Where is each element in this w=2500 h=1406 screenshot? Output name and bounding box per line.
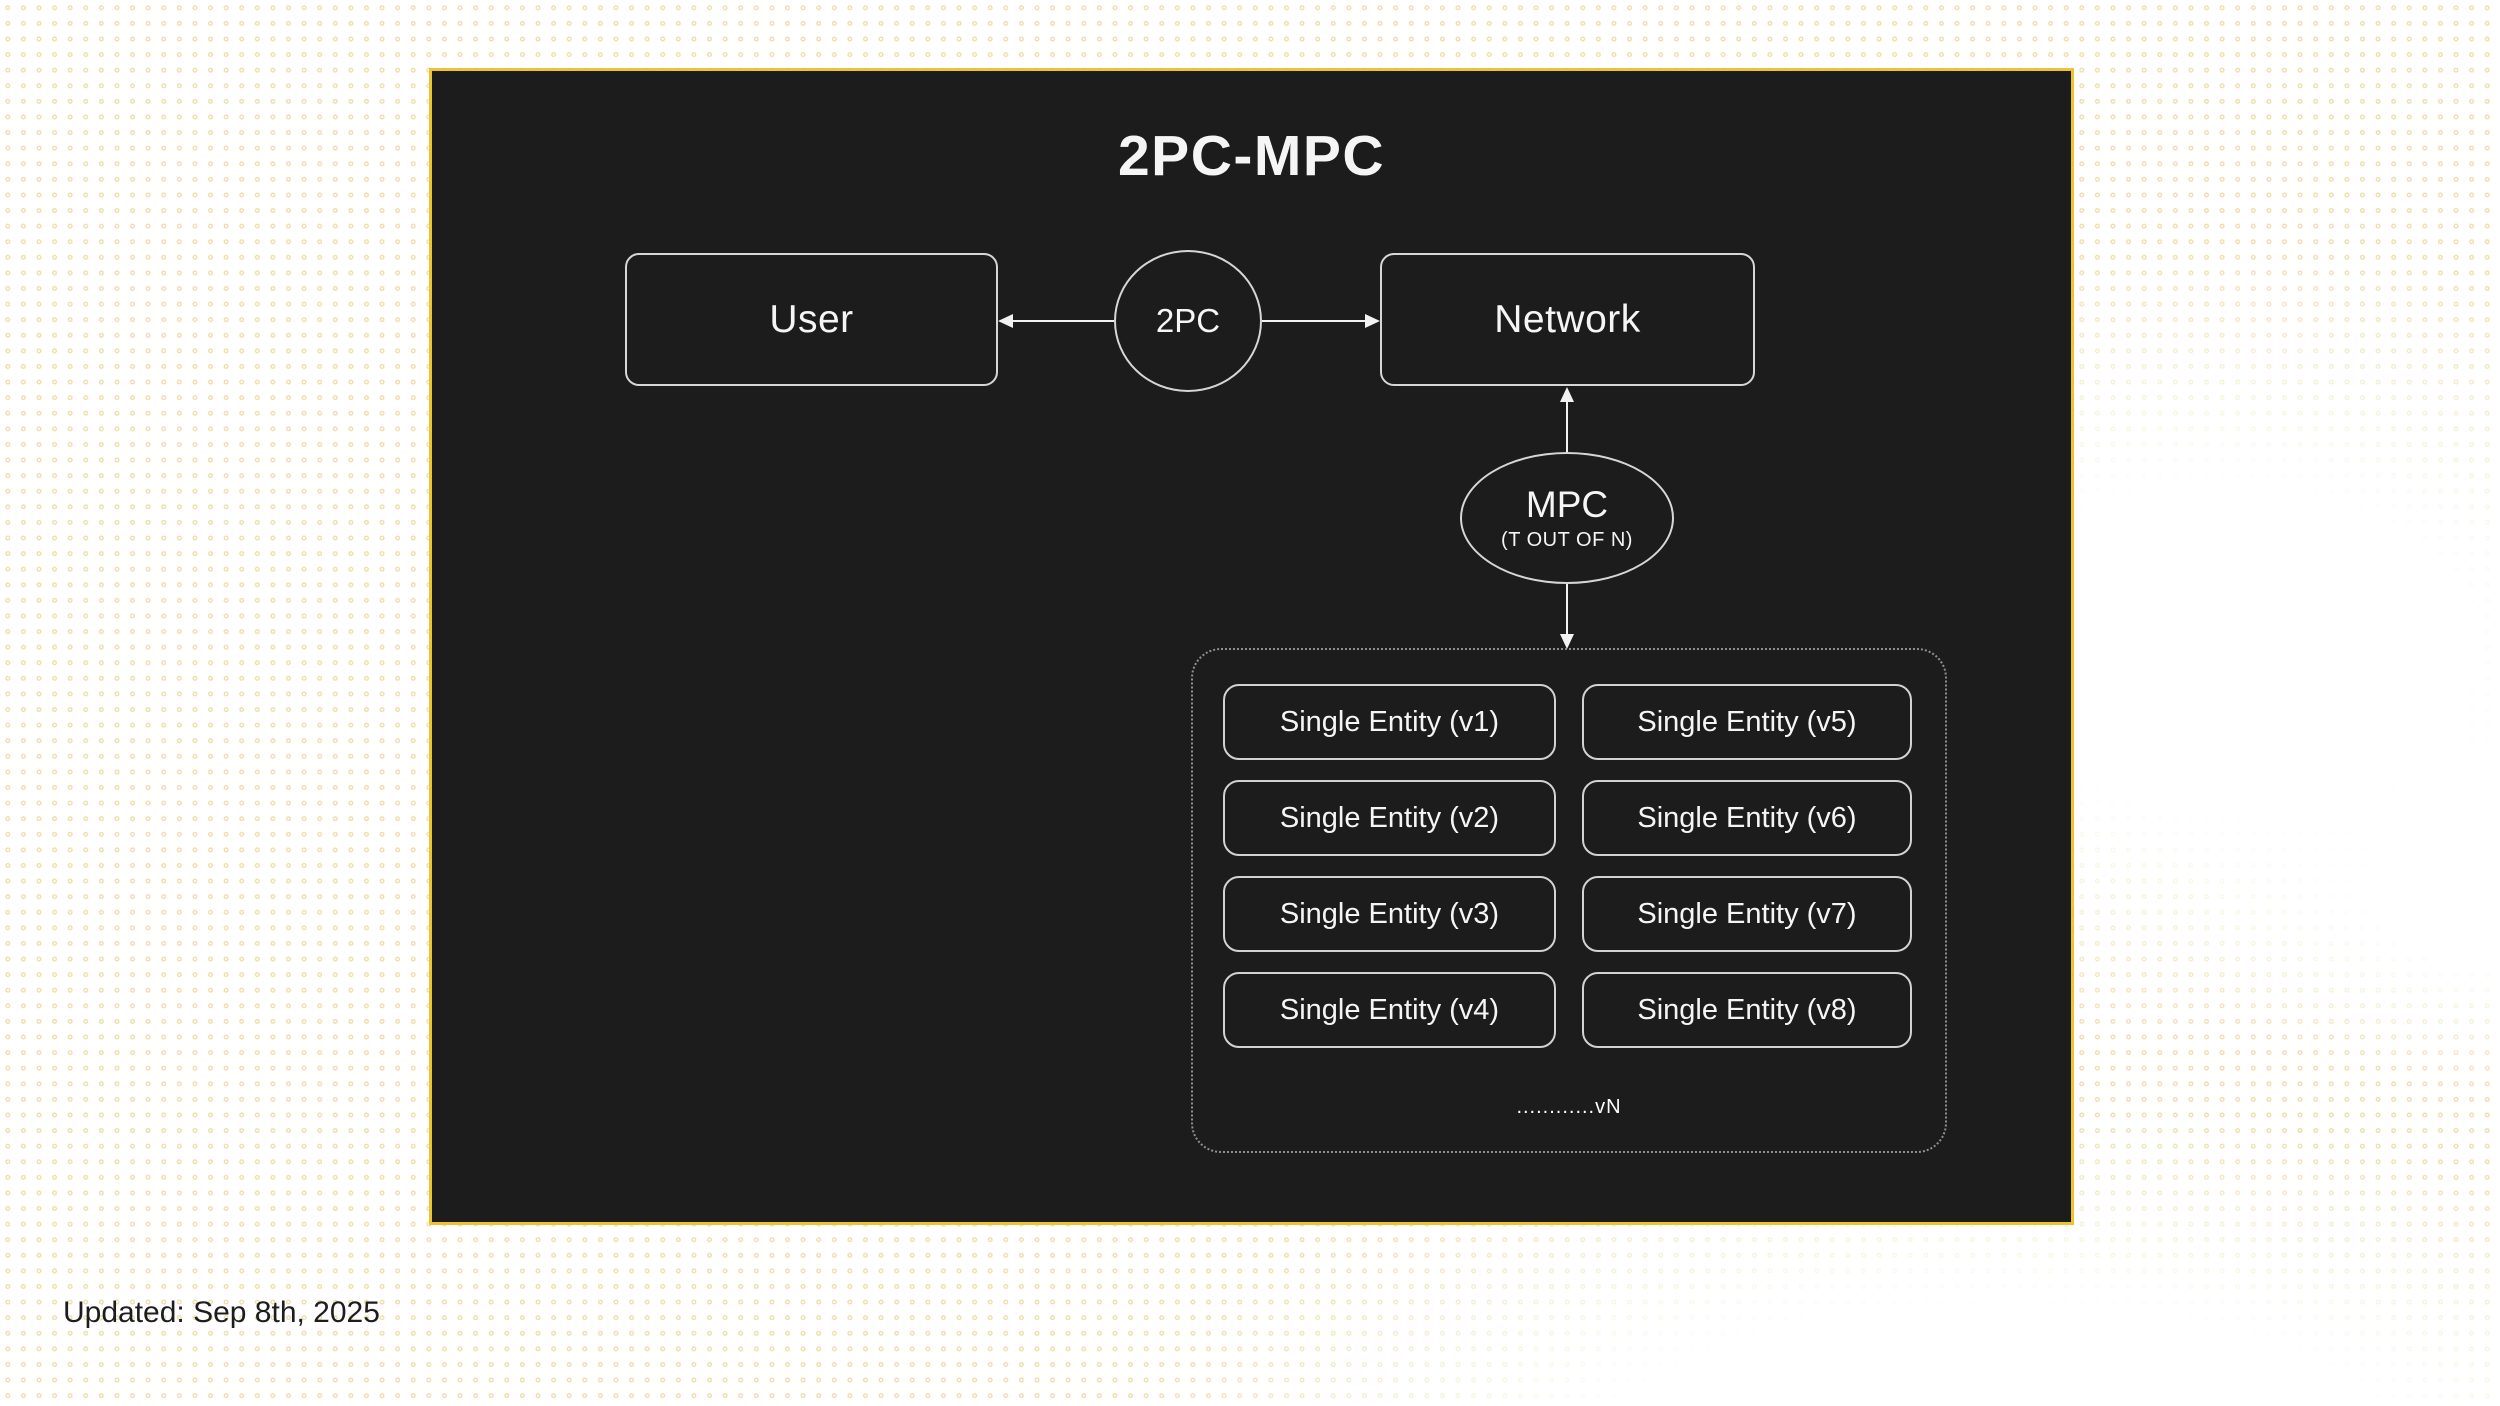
entity-box-v8: Single Entity (v8) [1582, 972, 1912, 1048]
node-user: User [625, 253, 998, 386]
entity-label: Single Entity (v3) [1279, 897, 1500, 930]
connector-mpc-to-network [1566, 401, 1568, 452]
entity-label: Single Entity (v8) [1637, 993, 1857, 1026]
entities-container: Single Entity (v1) Single Entity (v2) Si… [1191, 648, 1947, 1153]
connector-2pc-to-user [1013, 320, 1114, 322]
node-2pc-circle: 2PC [1114, 250, 1262, 392]
entity-label: Single Entity (v6) [1637, 801, 1857, 834]
node-user-label: User [769, 297, 854, 341]
updated-date-label: Updated: Sep 8th, 2025 [63, 1296, 380, 1329]
connector-2pc-to-network [1262, 320, 1365, 322]
node-network-label: Network [1494, 297, 1641, 341]
entity-box-v4: Single Entity (v4) [1223, 972, 1556, 1048]
node-2pc-label: 2PC [1155, 302, 1221, 339]
entity-box-v5: Single Entity (v5) [1582, 684, 1912, 760]
arrowhead-right-icon [1365, 314, 1380, 328]
arrowhead-down-icon [1560, 634, 1574, 649]
entity-label: Single Entity (v2) [1279, 801, 1500, 834]
entity-box-v2: Single Entity (v2) [1223, 780, 1556, 856]
entity-label: Single Entity (v1) [1279, 705, 1500, 738]
connector-mpc-to-entities [1566, 584, 1568, 634]
entities-more-label: ............vN [1516, 1096, 1622, 1118]
node-mpc-sublabel: (T OUT OF N) [1501, 528, 1633, 551]
node-network: Network [1380, 253, 1755, 386]
entity-box-v1: Single Entity (v1) [1223, 684, 1556, 760]
node-mpc-label: MPC [1525, 484, 1609, 526]
arrowhead-up-icon [1560, 387, 1574, 402]
entity-box-v7: Single Entity (v7) [1582, 876, 1912, 952]
entity-label: Single Entity (v5) [1637, 705, 1857, 738]
arrowhead-left-icon [998, 314, 1013, 328]
node-mpc-ellipse: MPC (T OUT OF N) [1460, 452, 1674, 584]
entity-label: Single Entity (v7) [1637, 897, 1857, 930]
entity-label: Single Entity (v4) [1279, 993, 1500, 1026]
diagram-title: 2PC-MPC [1117, 124, 1386, 188]
entities-grid: Single Entity (v1) Single Entity (v2) Si… [1223, 684, 1915, 1048]
entity-box-v6: Single Entity (v6) [1582, 780, 1912, 856]
diagram-panel: 2PC-MPC User 2PC Network MPC (T OUT OF N… [429, 68, 2074, 1225]
entity-box-v3: Single Entity (v3) [1223, 876, 1556, 952]
